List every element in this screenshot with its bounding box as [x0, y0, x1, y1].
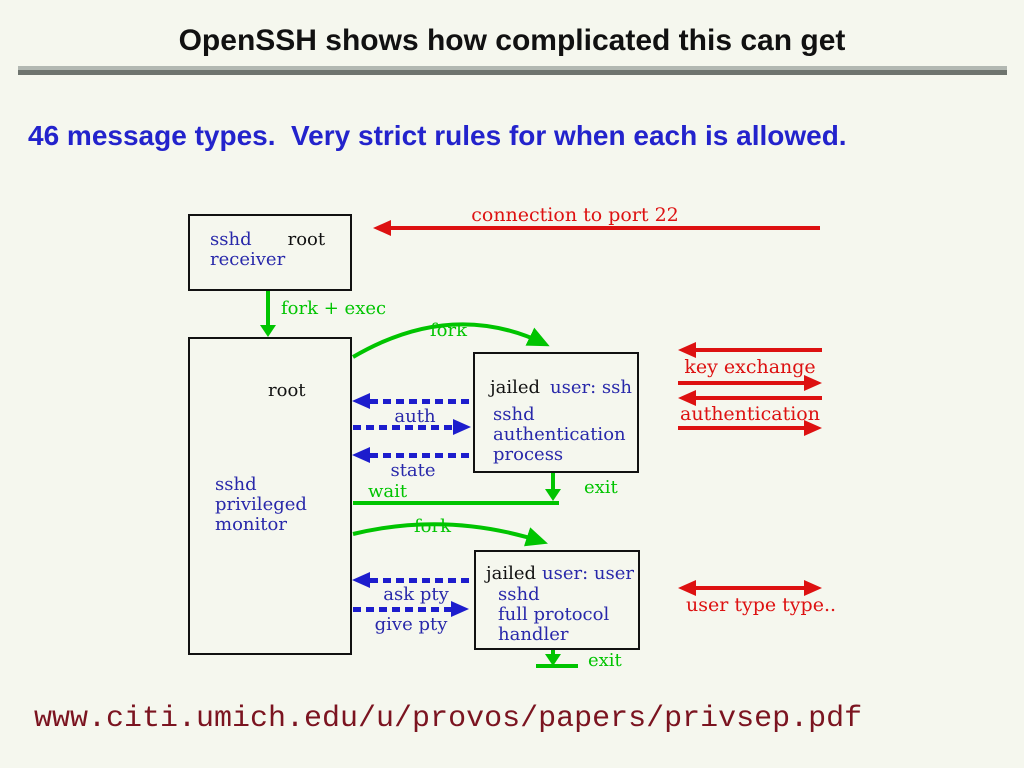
- authentication-right-arrow-line: [678, 426, 804, 430]
- divider-bottom: [18, 70, 1007, 75]
- jailed-user-text: sshd full protocol handler: [498, 585, 609, 645]
- monitor-line: monitor: [215, 514, 287, 535]
- exit-lower-arrowhead-icon: [545, 654, 561, 666]
- auth-label: auth: [394, 406, 436, 427]
- key-exchange-label: key exchange: [684, 356, 816, 378]
- exit-upper-label: exit: [584, 477, 618, 498]
- auth-request-arrow-line: [353, 425, 455, 430]
- connection-arrowhead-icon: [373, 220, 391, 236]
- auth-request-arrowhead-icon: [453, 419, 471, 435]
- slide-title: OpenSSH shows how complicated this can g…: [178, 24, 846, 57]
- fork-exec-arrow-line: [266, 291, 270, 327]
- key-exchange-left-arrow-line: [696, 348, 822, 352]
- fork-exec-arrowhead-icon: [260, 325, 276, 337]
- jailed-ssh-box: jailed user: ssh sshd authentication proc…: [473, 352, 639, 473]
- authentication-left-arrow-line: [696, 396, 822, 400]
- state-arrowhead-icon: [352, 447, 370, 463]
- wait-line: [353, 501, 559, 505]
- exit-lower-baseline: [536, 664, 578, 668]
- connection-label: connection to port 22: [471, 204, 679, 226]
- receiver-owner-label: root: [287, 229, 326, 250]
- footer-url: www.citi.umich.edu/u/provos/papers/privs…: [34, 702, 863, 736]
- jailed-ssh-jail-label: jailed: [490, 377, 541, 398]
- receiver-proc-label2: receiver: [210, 249, 286, 270]
- give-pty-arrow-line: [353, 607, 453, 612]
- auth-reply-arrow-line: [370, 399, 473, 404]
- state-label: state: [390, 460, 436, 481]
- key-exchange-left-arrowhead-icon: [678, 342, 696, 358]
- fork-exec-label: fork + exec: [281, 298, 387, 319]
- jailed-user-jail-label: jailed: [486, 563, 537, 584]
- fork-lower-label: fork: [414, 516, 452, 537]
- monitor-owner-label: root: [268, 380, 306, 401]
- exit-upper-arrowhead-icon: [545, 489, 561, 501]
- ask-pty-label: ask pty: [383, 584, 449, 605]
- jailed-ssh-line: process: [493, 444, 564, 465]
- authentication-label: authentication: [680, 403, 820, 425]
- fork-upper-label: fork: [430, 320, 468, 341]
- divider-top: [18, 66, 1007, 70]
- monitor-line: sshd: [215, 474, 257, 495]
- jailed-user-line: handler: [498, 624, 569, 645]
- authentication-left-arrowhead-icon: [678, 390, 696, 406]
- user-type-arrow-line: [696, 586, 806, 590]
- jailed-user-line: sshd: [498, 584, 540, 605]
- monitor-line: privileged: [215, 494, 307, 515]
- give-pty-arrowhead-icon: [451, 601, 469, 617]
- jailed-ssh-owner-label: user: ssh: [550, 377, 632, 398]
- jailed-user-line: full protocol: [498, 604, 610, 625]
- monitor-box: root sshd privileged monitor: [188, 337, 352, 655]
- exit-lower-label: exit: [588, 650, 622, 671]
- ask-pty-arrow-line: [370, 578, 473, 583]
- receiver-proc-label: sshd: [210, 229, 252, 250]
- receiver-box-line1: sshd root: [210, 230, 350, 250]
- key-exchange-right-arrowhead-icon: [804, 375, 822, 391]
- user-type-left-arrowhead-icon: [678, 580, 696, 596]
- receiver-box: sshd root receiver: [188, 214, 352, 291]
- wait-label: wait: [368, 481, 408, 502]
- jailed-ssh-text: sshd authentication process: [493, 405, 626, 465]
- subtitle: 46 message types. Very strict rules for …: [28, 120, 847, 151]
- state-arrow-line: [370, 453, 473, 458]
- connection-arrow-line: [390, 226, 820, 230]
- jailed-user-owner-label: user: user: [542, 563, 634, 584]
- jailed-ssh-line: authentication: [493, 424, 626, 445]
- monitor-box-text: sshd privileged monitor: [215, 475, 307, 535]
- jailed-ssh-line: sshd: [493, 404, 535, 425]
- ask-pty-arrowhead-icon: [352, 572, 370, 588]
- user-type-label: user type type..: [686, 594, 837, 616]
- jailed-ssh-line1: jailed user: ssh: [490, 378, 632, 398]
- exit-upper-arrow-line: [551, 473, 555, 491]
- user-type-right-arrowhead-icon: [804, 580, 822, 596]
- authentication-right-arrowhead-icon: [804, 420, 822, 436]
- give-pty-label: give pty: [374, 614, 448, 635]
- auth-reply-arrowhead-icon: [352, 393, 370, 409]
- key-exchange-right-arrow-line: [678, 381, 804, 385]
